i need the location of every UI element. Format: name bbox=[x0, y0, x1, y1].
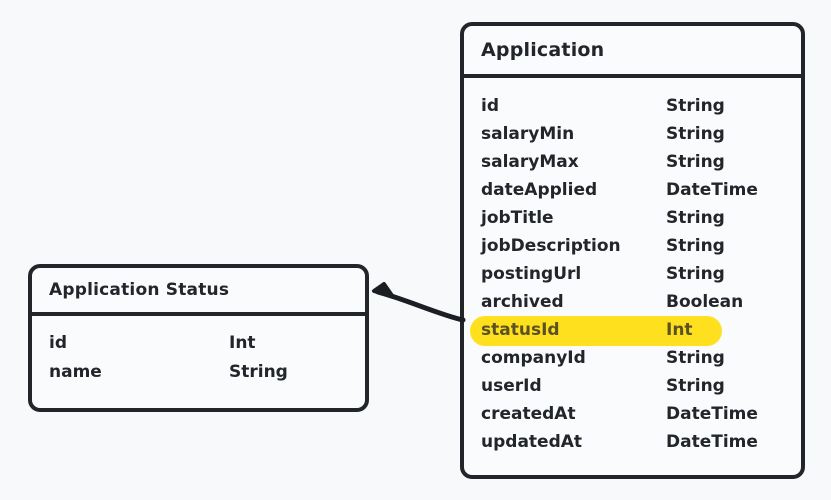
field-name: jobDescription bbox=[481, 236, 621, 256]
entity-title: Application bbox=[481, 39, 605, 61]
field-name: postingUrl bbox=[481, 264, 582, 284]
field-row[interactable]: userId String bbox=[464, 372, 801, 400]
field-type: Int bbox=[229, 332, 256, 353]
field-row[interactable]: salaryMin String bbox=[464, 120, 801, 148]
highlight-marker bbox=[470, 316, 722, 346]
field-type: String bbox=[229, 361, 288, 382]
entity-header: Application bbox=[464, 26, 801, 78]
field-type: String bbox=[666, 348, 725, 368]
field-type: DateTime bbox=[666, 404, 758, 424]
field-row-highlighted[interactable]: statusId Int bbox=[464, 316, 801, 346]
field-name: id bbox=[49, 332, 67, 353]
entity-header: Application Status bbox=[32, 268, 365, 316]
field-name: dateApplied bbox=[481, 180, 598, 200]
field-name: name bbox=[49, 361, 102, 382]
field-type: String bbox=[666, 96, 725, 116]
field-row[interactable]: jobDescription String bbox=[464, 232, 801, 260]
field-type: Int bbox=[666, 320, 693, 340]
field-name: salaryMax bbox=[481, 152, 579, 172]
field-type: String bbox=[666, 236, 725, 256]
field-type: String bbox=[666, 124, 725, 144]
field-row[interactable]: id String bbox=[464, 92, 801, 120]
field-name: id bbox=[481, 96, 499, 116]
field-name: salaryMin bbox=[481, 124, 575, 144]
field-name: jobTitle bbox=[481, 208, 554, 228]
field-row[interactable]: id Int bbox=[32, 328, 365, 357]
field-type: String bbox=[666, 208, 725, 228]
field-row[interactable]: jobTitle String bbox=[464, 204, 801, 232]
field-row[interactable]: createdAt DateTime bbox=[464, 400, 801, 428]
field-row[interactable]: companyId String bbox=[464, 344, 801, 372]
field-name: companyId bbox=[481, 348, 586, 368]
field-type: String bbox=[666, 264, 725, 284]
field-type: DateTime bbox=[666, 432, 758, 452]
entity-application[interactable]: Application id String salaryMin String s… bbox=[460, 22, 805, 479]
field-row[interactable]: postingUrl String bbox=[464, 260, 801, 288]
field-name: archived bbox=[481, 292, 564, 312]
field-row[interactable]: archived Boolean bbox=[464, 288, 801, 316]
entity-application-status[interactable]: Application Status id Int name String bbox=[28, 264, 369, 412]
field-name: statusId bbox=[481, 320, 560, 340]
field-type: DateTime bbox=[666, 180, 758, 200]
field-row[interactable]: dateApplied DateTime bbox=[464, 176, 801, 204]
field-type: String bbox=[666, 376, 725, 396]
field-row[interactable]: name String bbox=[32, 357, 365, 386]
relationship-arrow bbox=[372, 282, 466, 323]
field-name: userId bbox=[481, 376, 542, 396]
entity-title: Application Status bbox=[49, 280, 230, 300]
field-type: String bbox=[666, 152, 725, 172]
field-row[interactable]: updatedAt DateTime bbox=[464, 428, 801, 456]
field-row[interactable]: salaryMax String bbox=[464, 148, 801, 176]
entity-field-list: id Int name String bbox=[32, 316, 365, 386]
field-name: updatedAt bbox=[481, 432, 583, 452]
field-type: Boolean bbox=[666, 292, 744, 312]
field-name: createdAt bbox=[481, 404, 576, 424]
entity-field-list: id String salaryMin String salaryMax Str… bbox=[464, 78, 801, 456]
